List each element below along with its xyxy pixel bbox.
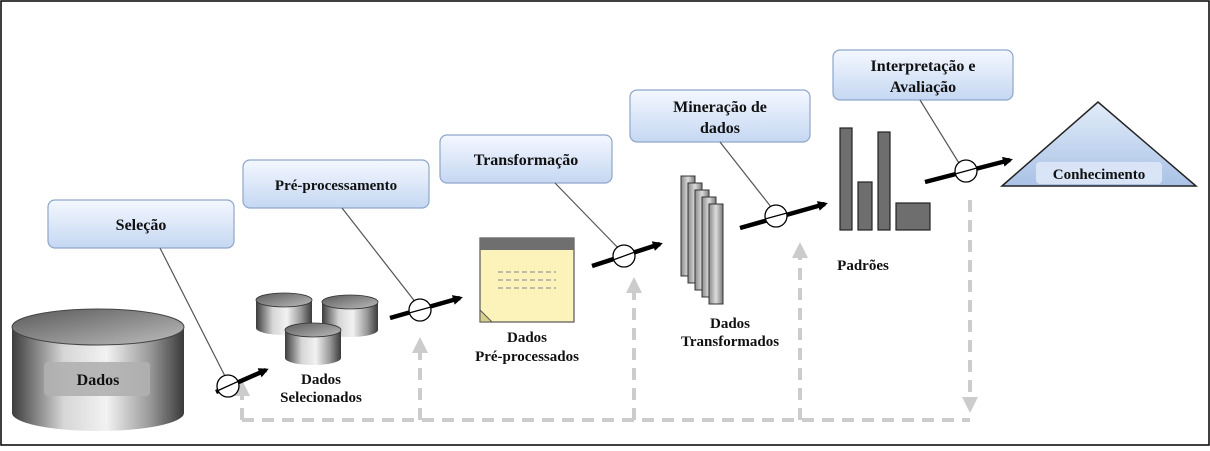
circle-strokes	[216, 167, 978, 392]
label-selecionados-1: Dados	[301, 372, 341, 388]
step-box-selecao: Seleção	[47, 199, 235, 249]
step-box-interpretacao: Interpretação e Avaliação	[832, 49, 1014, 101]
label-preprocessados-2: Pré-processados	[475, 349, 579, 365]
label-selecionados-2: Selecionados	[280, 390, 362, 406]
step-label-mineracao-2: dados	[700, 120, 740, 137]
label-conhecimento: Conhecimento	[1053, 167, 1146, 183]
preprocessados-document-icon	[479, 237, 575, 323]
padroes-bars-icon	[839, 127, 931, 231]
step-label-selecao: Seleção	[116, 217, 167, 234]
label-transformados-1: Dados	[710, 316, 750, 332]
label-padroes: Padrões	[837, 258, 889, 274]
step-label-transformacao: Transformação	[474, 152, 579, 169]
connector-lines	[159, 99, 963, 383]
step-box-preprocessamento: Pré-processamento	[242, 159, 430, 209]
feedback-loop	[234, 200, 978, 422]
selecionados-cylinders-icon	[255, 292, 379, 365]
label-preprocessados-1: Dados	[507, 330, 547, 346]
step-box-mineracao: Mineração de dados	[629, 89, 811, 143]
step-label-preprocessamento: Pré-processamento	[275, 178, 397, 194]
dados-cylinder-icon: Dados	[11, 308, 185, 431]
conhecimento-triangle-icon: Conhecimento	[1000, 101, 1199, 187]
label-dados: Dados	[77, 372, 120, 389]
step-label-interpretacao-1: Interpretação e	[871, 58, 976, 75]
label-transformados-2: Transformados	[681, 334, 779, 350]
step-label-mineracao-1: Mineração de	[673, 99, 767, 116]
step-label-interpretacao-2: Avaliação	[890, 79, 956, 96]
step-box-transformacao: Transformação	[439, 134, 613, 184]
transformados-layers-icon	[680, 175, 724, 305]
